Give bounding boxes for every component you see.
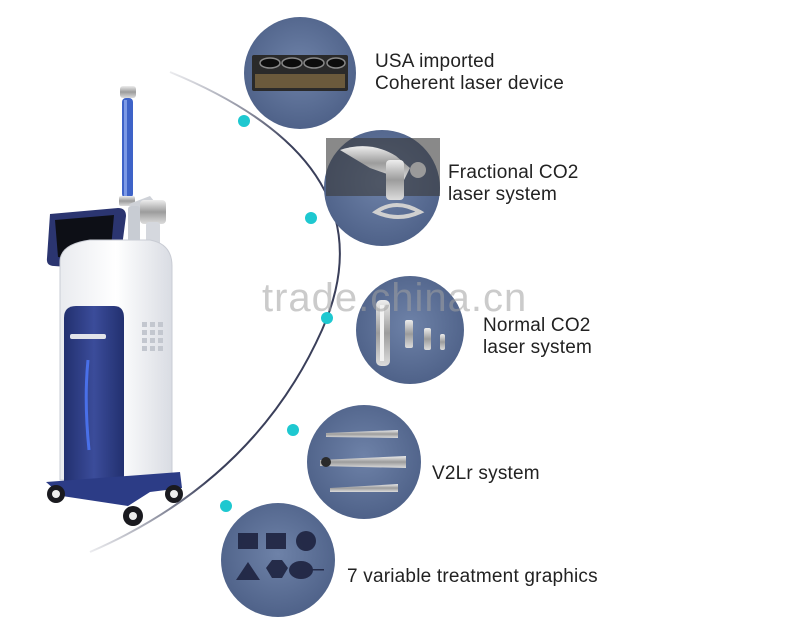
feature-label-line: Fractional CO2 [448,162,579,183]
feature-circle-1 [244,17,356,129]
feature-label-line: Coherent laser device [375,73,565,94]
arc-dot [220,500,232,512]
feature-label-line: USA imported [375,51,495,72]
feature-circle-4 [307,405,421,519]
feature-label-line: laser system [448,184,558,205]
connector-arc [89,71,341,553]
arc-dot [305,212,317,224]
arc-dot [287,424,299,436]
arc-dot [238,115,250,127]
feature-label-5: 7 variable treatment graphics [347,566,598,588]
feature-label-2: Fractional CO2 laser system [448,162,579,206]
arc-dot [321,312,333,324]
co2-laser-machine [46,86,183,526]
feature-label-3: Normal CO2 laser system [483,315,592,359]
feature-label-line: laser system [483,337,593,358]
feature-circle-3 [356,276,464,384]
watermark-text: trade.china.cn [262,276,528,320]
feature-circle-2 [324,130,440,246]
feature-label-4: V2Lr system [432,463,540,485]
feature-label-line: Normal CO2 [483,315,591,336]
feature-circle-5 [221,503,335,617]
feature-label-line: 7 variable treatment graphics [347,566,598,587]
feature-label-line: V2Lr system [432,463,540,484]
feature-label-1: USA imported Coherent laser device [375,51,564,95]
